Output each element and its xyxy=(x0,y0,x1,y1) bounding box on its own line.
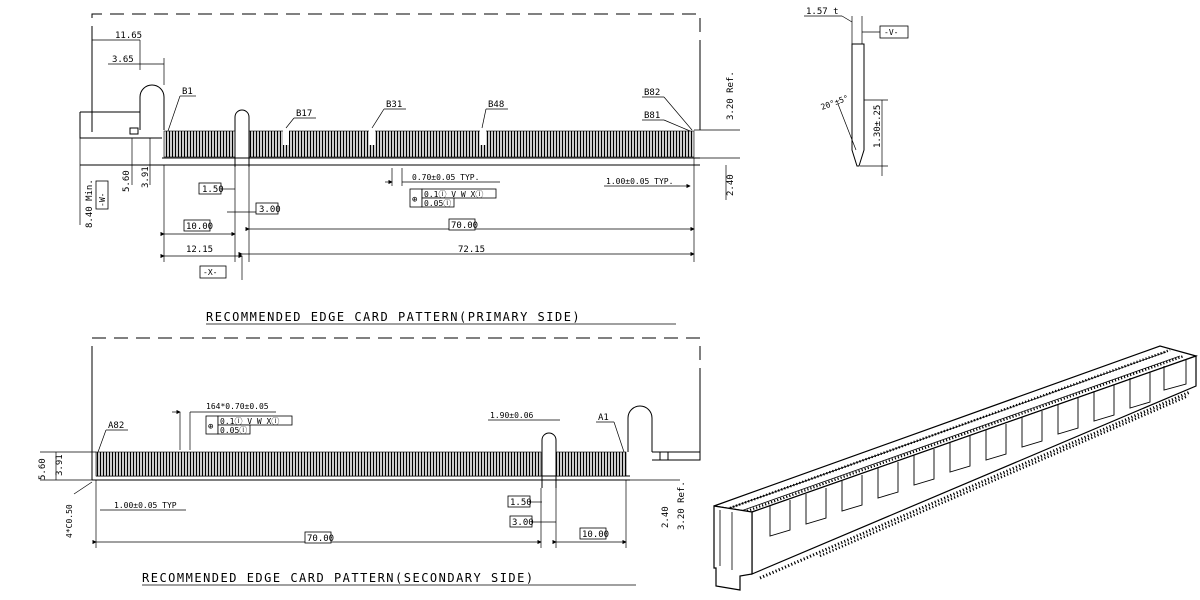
connector-front-face xyxy=(751,355,1197,575)
connector-ribs xyxy=(769,360,1187,537)
dim-1-50-b: 1.50 xyxy=(510,498,532,508)
dim-3-00-b: 3.00 xyxy=(512,518,534,528)
pin-label-b1: B1 xyxy=(182,87,193,97)
datum-v: -V- xyxy=(884,28,898,37)
primary-view: B1 B17 B31 B48 B82 B81 11.65 3.65 8.40 M… xyxy=(79,13,740,325)
dim-5-60-b: 5.60 xyxy=(38,458,48,480)
primary-feature-control-frame: ⊕ 0.1ⓛ V W Xⓛ 0.05ⓛ xyxy=(409,188,497,208)
secondary-view: A82 A1 164*0.70±0.05 ⊕ 0.1ⓛ V W Xⓛ 0.05ⓛ… xyxy=(38,337,701,586)
primary-pads-short xyxy=(163,130,236,158)
connector-end-cap xyxy=(713,505,753,591)
dim-1-00-typ-b: 1.00±0.05 TYP xyxy=(114,501,177,510)
svg-text:0.05ⓛ: 0.05ⓛ xyxy=(220,426,247,435)
datum-x: -X- xyxy=(203,268,217,277)
dim-10-00: 10.00 xyxy=(186,222,213,232)
svg-text:0.05ⓛ: 0.05ⓛ xyxy=(424,199,451,208)
card-edge-profile xyxy=(851,43,865,167)
svg-text:0.1ⓛ V W Xⓛ: 0.1ⓛ V W Xⓛ xyxy=(424,190,483,199)
primary-key-slot xyxy=(234,109,250,167)
dim-2-40-b: 2.40 xyxy=(661,506,671,528)
dim-72-15: 72.15 xyxy=(458,245,485,255)
dim-3-20-ref-b: 3.20 Ref. xyxy=(677,481,687,530)
pin-label-b81: B81 xyxy=(644,111,660,121)
dim-1-00-typ: 1.00±0.05 TYP. xyxy=(606,177,673,186)
dim-3-91-b: 3.91 xyxy=(55,454,65,476)
svg-text:0.1ⓛ V W Xⓛ: 0.1ⓛ V W Xⓛ xyxy=(220,417,279,426)
dim-3-00: 3.00 xyxy=(259,205,281,215)
dim-10-00-b: 10.00 xyxy=(582,530,609,540)
dim-164-pads: 164*0.70±0.05 xyxy=(206,402,269,411)
dim-70-00-b: 70.00 xyxy=(307,534,334,544)
dim-chamfer-angle: 20°±5° xyxy=(820,94,850,112)
pin-label-b17: B17 xyxy=(296,109,312,119)
dim-3-91: 3.91 xyxy=(141,166,151,188)
dim-1-50: 1.50 xyxy=(202,185,224,195)
card-profile-view: 1.57 t -V- 20°±5° 1.30±.25 xyxy=(804,7,909,176)
pin-label-b31: B31 xyxy=(386,100,402,110)
svg-text:⊕: ⊕ xyxy=(208,422,213,432)
secondary-card-outline xyxy=(91,337,701,380)
pin-label-b82: B82 xyxy=(644,88,660,98)
pin-label-b48: B48 xyxy=(488,100,504,110)
dim-0-70-typ: 0.70±0.05 TYP. xyxy=(412,173,479,182)
svg-text:⊕: ⊕ xyxy=(412,195,417,205)
secondary-pads-short xyxy=(555,451,627,477)
secondary-title: RECOMMENDED EDGE CARD PATTERN(SECONDARY … xyxy=(142,571,535,585)
dim-8-40: 8.40 Min. xyxy=(85,179,95,228)
connector-3d-view xyxy=(713,345,1199,591)
primary-title: RECOMMENDED EDGE CARD PATTERN(PRIMARY SI… xyxy=(206,310,581,324)
primary-pads-long xyxy=(248,130,695,158)
dim-5-60: 5.60 xyxy=(122,170,132,192)
secondary-feature-control-frame: ⊕ 0.1ⓛ V W Xⓛ 0.05ⓛ xyxy=(205,415,293,435)
dim-2-40: 2.40 xyxy=(726,174,736,196)
dim-3-20-ref: 3.20 Ref. xyxy=(726,71,736,120)
pin-label-a82: A82 xyxy=(108,421,124,431)
pin-label-a1: A1 xyxy=(598,413,609,423)
datum-w: -W- xyxy=(98,193,107,207)
secondary-pads-long xyxy=(95,451,542,477)
dim-70-00: 70.00 xyxy=(451,221,478,231)
connector-solder-tails xyxy=(759,390,1191,580)
primary-key-post xyxy=(139,84,165,130)
dim-3-65: 3.65 xyxy=(112,55,134,65)
primary-card-outline xyxy=(91,13,701,40)
secondary-key-post xyxy=(627,405,653,452)
dim-11-65: 11.65 xyxy=(115,31,142,41)
dim-c0-50: 4*C0.50 xyxy=(65,504,74,538)
dim-1-57-t: 1.57 t xyxy=(806,7,839,17)
dim-1-30: 1.30±.25 xyxy=(873,105,883,148)
secondary-key-slot xyxy=(541,432,557,488)
dim-1-90: 1.90±0.06 xyxy=(490,411,534,420)
dim-12-15: 12.15 xyxy=(186,245,213,255)
